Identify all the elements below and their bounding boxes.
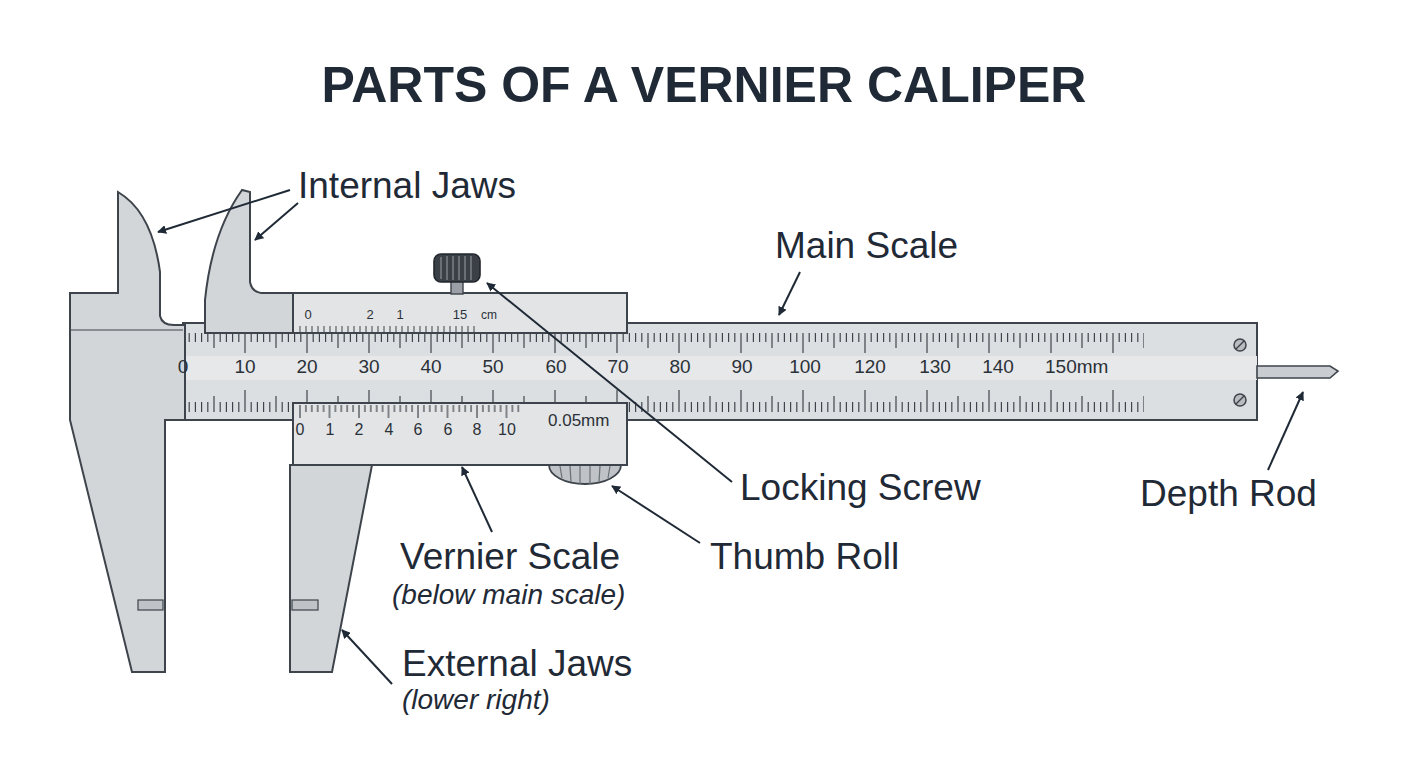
leader-arrow — [255, 203, 298, 240]
part-note: (below main scale) — [392, 580, 625, 611]
body-edge — [70, 329, 183, 330]
main-scale-ticks — [182, 333, 1144, 357]
vernier-number: 2 — [355, 421, 364, 439]
vernier-number: 0 — [296, 421, 305, 439]
leader-arrow — [612, 486, 700, 543]
moving-internal-jaw — [205, 190, 295, 333]
main-beam — [183, 323, 1257, 420]
knurl-line — [579, 466, 580, 484]
scale-number: 120 — [854, 357, 886, 378]
depth-rod — [1257, 366, 1338, 378]
moving-external-jaw — [290, 465, 372, 672]
knurl-line — [446, 256, 447, 280]
scale-number: 10 — [234, 357, 255, 378]
vernier-number: 0 — [304, 308, 311, 322]
knurl-line — [458, 256, 459, 280]
part-note: (lower right) — [402, 685, 550, 716]
scale-number: 80 — [669, 357, 690, 378]
knurl-line — [452, 256, 453, 280]
scale-number: 50 — [482, 357, 503, 378]
scale-number: 0 — [178, 357, 189, 378]
leader-arrow — [487, 283, 732, 482]
vernier-number: 10 — [498, 421, 516, 439]
scale-number: 90 — [731, 357, 752, 378]
knurl-line — [470, 256, 471, 280]
knurl-line — [464, 256, 465, 280]
thumb-roll-knurl — [560, 466, 610, 484]
vernier-number: 4 — [385, 421, 394, 439]
knurl-line — [560, 466, 562, 478]
part-label: Main Scale — [775, 226, 958, 267]
part-label: Vernier Scale — [400, 537, 620, 578]
part-label: Locking Screw — [740, 468, 981, 509]
scale-number: 130 — [919, 357, 951, 378]
beam-screw — [1234, 339, 1246, 351]
knurl-line — [589, 466, 590, 484]
screw-knurl — [441, 256, 471, 280]
vernier-scale-ticks — [299, 405, 521, 419]
fixed-jaw — [70, 192, 185, 672]
resolution-label: 0.05mm — [548, 412, 609, 431]
upper-vernier-ticks — [299, 326, 479, 333]
scale-number: 70 — [607, 357, 628, 378]
diagram-title: PARTS OF A VERNIER CALIPER — [322, 58, 1087, 113]
vernier-number: 15 — [453, 308, 467, 322]
part-label: Internal Jaws — [298, 166, 516, 207]
vernier-number: 8 — [473, 421, 482, 439]
beam-screw — [1234, 394, 1246, 406]
leader-arrow — [1268, 392, 1303, 470]
vernier-number: 6 — [414, 421, 423, 439]
scale-number: 40 — [420, 357, 441, 378]
scale-number: 100 — [789, 357, 821, 378]
part-label: Thumb Roll — [710, 537, 899, 578]
vernier-number: 6 — [444, 421, 453, 439]
part-label: Depth Rod — [1140, 474, 1317, 515]
jaw-step — [292, 600, 318, 610]
vernier-number: 1 — [326, 421, 335, 439]
knurl-line — [608, 466, 610, 478]
upper-vernier-plate — [293, 293, 627, 333]
scale-number: 60 — [545, 357, 566, 378]
knurl-line — [599, 466, 600, 482]
leader-arrow — [462, 467, 492, 532]
vernier-number: 2 — [366, 308, 373, 322]
screw-slot — [1236, 396, 1244, 404]
leader-lines — [158, 190, 1303, 684]
vernier-number: 1 — [396, 308, 403, 322]
lower-vernier-plate — [293, 403, 627, 465]
locking-screw — [434, 254, 480, 282]
part-label: External Jaws — [402, 644, 632, 685]
jaw-step — [138, 600, 163, 610]
knurl-line — [570, 466, 571, 482]
scale-number: 150mm — [1045, 357, 1108, 378]
scale-number: 30 — [358, 357, 379, 378]
leader-arrow — [342, 630, 392, 684]
unit-label: cm — [481, 309, 497, 322]
screw-slot — [1236, 341, 1244, 349]
leader-arrow — [779, 272, 800, 315]
beam-highlight — [183, 356, 1257, 380]
scale-number: 140 — [982, 357, 1014, 378]
knurl-line — [440, 257, 441, 279]
scale-number: 20 — [296, 357, 317, 378]
